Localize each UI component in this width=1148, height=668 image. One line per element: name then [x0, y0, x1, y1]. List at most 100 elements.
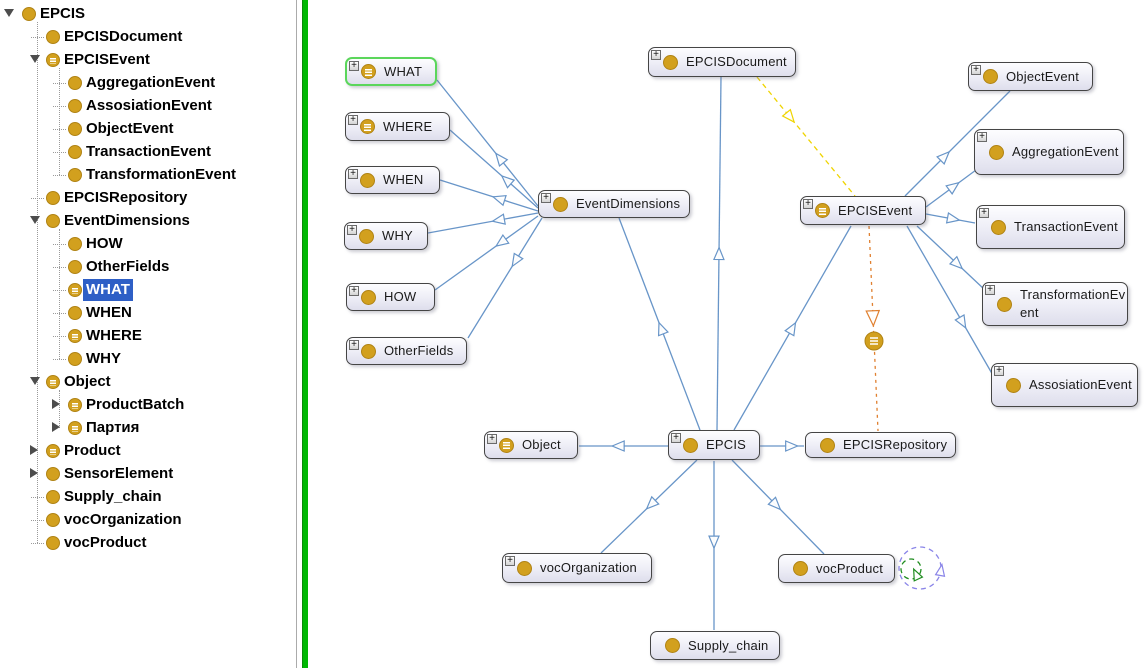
tree-item-aggregationevent[interactable]: AggregationEvent	[0, 72, 296, 94]
tree-item-label[interactable]: EPCISRepository	[64, 189, 188, 206]
graph-node-where[interactable]: WHERE	[345, 112, 450, 141]
tree-item-product[interactable]: Product	[0, 440, 296, 462]
panel-splitter[interactable]	[302, 0, 308, 668]
expand-plus-icon[interactable]	[348, 115, 358, 125]
tree-item-vocproduct[interactable]: vocProduct	[0, 532, 296, 554]
graph-node-epcisevent[interactable]: EPCISEvent	[800, 196, 926, 225]
tree-item-label[interactable]: vocOrganization	[64, 511, 182, 528]
graph-node-epcis[interactable]: EPCIS	[668, 430, 760, 460]
expand-plus-icon[interactable]	[994, 366, 1004, 376]
collapse-triangle-icon[interactable]	[30, 216, 40, 224]
tree-item-epcis[interactable]: EPCIS	[0, 3, 296, 25]
tree-item-label[interactable]: EPCISDocument	[64, 28, 183, 45]
expand-triangle-icon[interactable]	[30, 445, 38, 455]
tree-item-label[interactable]: HOW	[86, 235, 123, 252]
tree-item-label[interactable]: WHAT	[83, 279, 133, 301]
tree-item-label[interactable]: vocProduct	[64, 534, 147, 551]
expand-triangle-icon[interactable]	[30, 468, 38, 478]
tree-item-label[interactable]: Supply_chain	[64, 488, 162, 505]
tree-item-vocorganization[interactable]: vocOrganization	[0, 509, 296, 531]
tree-item-epcisevent[interactable]: EPCISEvent	[0, 49, 296, 71]
graph-node-vocproduct[interactable]: vocProduct	[778, 554, 895, 583]
graph-node-label: TransformationEvent	[1020, 287, 1126, 320]
expand-plus-icon[interactable]	[349, 286, 359, 296]
expand-plus-icon[interactable]	[487, 434, 497, 444]
tree-item-label[interactable]: EPCISEvent	[64, 51, 150, 68]
tree-item-label[interactable]: Object	[64, 373, 111, 390]
tree-item-label[interactable]: WHEN	[86, 304, 132, 321]
expand-plus-icon[interactable]	[541, 193, 551, 203]
collapse-triangle-icon[interactable]	[30, 377, 40, 385]
tree-item-why[interactable]: WHY	[0, 348, 296, 370]
tree-item-what[interactable]: WHAT	[0, 279, 296, 301]
graph-node-objectevent[interactable]: ObjectEvent	[968, 62, 1093, 91]
tree-item-sensorelement[interactable]: SensorElement	[0, 463, 296, 485]
tree-item-label[interactable]: AggregationEvent	[86, 74, 216, 91]
tree-item-productbatch[interactable]: ProductBatch	[0, 394, 296, 416]
tree-item-eventdimensions[interactable]: EventDimensions	[0, 210, 296, 232]
graph-node-how[interactable]: HOW	[346, 283, 435, 311]
graph-node-transformationevent[interactable]: TransformationEvent	[982, 282, 1128, 326]
tree-item-label[interactable]: OtherFields	[86, 258, 170, 275]
graph-node-label: EPCISEvent	[838, 202, 913, 218]
tree-item-партия[interactable]: Партия	[0, 417, 296, 439]
graph-node-label: AggregationEvent	[1012, 144, 1119, 160]
graph-node-epcisrepository[interactable]: EPCISRepository	[805, 432, 956, 458]
tree-item-assosiationevent[interactable]: AssosiationEvent	[0, 95, 296, 117]
tree-item-otherfields[interactable]: OtherFields	[0, 256, 296, 278]
tree-item-epcisdocument[interactable]: EPCISDocument	[0, 26, 296, 48]
expand-plus-icon[interactable]	[979, 208, 989, 218]
tree-item-label[interactable]: EventDimensions	[64, 212, 190, 229]
expand-plus-icon[interactable]	[349, 61, 359, 71]
graph-node-why[interactable]: WHY	[344, 222, 428, 250]
tree-item-label[interactable]: AssosiationEvent	[86, 97, 212, 114]
expand-plus-icon[interactable]	[803, 199, 813, 209]
graph-node-supply_chain[interactable]: Supply_chain	[650, 631, 780, 660]
tree-item-label[interactable]: TransformationEvent	[86, 166, 237, 183]
expand-plus-icon[interactable]	[349, 340, 359, 350]
tree-item-transformationevent[interactable]: TransformationEvent	[0, 164, 296, 186]
graph-node-epcisdocument[interactable]: EPCISDocument	[648, 47, 796, 77]
tree-item-label[interactable]: Партия	[86, 419, 140, 436]
tree-item-epcisrepository[interactable]: EPCISRepository	[0, 187, 296, 209]
tree-item-label[interactable]: ObjectEvent	[86, 120, 174, 137]
tree-guide-stub	[31, 543, 44, 545]
collapse-triangle-icon[interactable]	[30, 55, 40, 63]
expand-plus-icon[interactable]	[971, 65, 981, 75]
tree-item-transactionevent[interactable]: TransactionEvent	[0, 141, 296, 163]
expand-triangle-icon[interactable]	[52, 422, 60, 432]
tree-item-label[interactable]: WHY	[86, 350, 121, 367]
graph-node-otherfields[interactable]: OtherFields	[346, 337, 467, 365]
tree-item-where[interactable]: WHERE	[0, 325, 296, 347]
tree-item-how[interactable]: HOW	[0, 233, 296, 255]
graph-node-transactionevent[interactable]: TransactionEvent	[976, 205, 1125, 249]
graph-node-vocorganization[interactable]: vocOrganization	[502, 553, 652, 583]
tree-item-label[interactable]: ProductBatch	[86, 396, 185, 413]
expand-plus-icon[interactable]	[977, 132, 987, 142]
tree-item-label[interactable]: EPCIS	[40, 5, 86, 22]
expand-plus-icon[interactable]	[505, 556, 515, 566]
expand-plus-icon[interactable]	[671, 433, 681, 443]
tree-item-when[interactable]: WHEN	[0, 302, 296, 324]
tree-item-supply_chain[interactable]: Supply_chain	[0, 486, 296, 508]
tree-item-label[interactable]: SensorElement	[64, 465, 174, 482]
expand-plus-icon[interactable]	[347, 225, 357, 235]
tree-item-label[interactable]: WHERE	[86, 327, 142, 344]
graph-node-aggregationevent[interactable]: AggregationEvent	[974, 129, 1124, 175]
expand-plus-icon[interactable]	[651, 50, 661, 60]
expand-triangle-icon[interactable]	[52, 399, 60, 409]
tree-item-label[interactable]: Product	[64, 442, 121, 459]
tree-item-object[interactable]: Object	[0, 371, 296, 393]
graph-node-eventdimensions[interactable]: EventDimensions	[538, 190, 690, 218]
graph-node-when[interactable]: WHEN	[345, 166, 440, 194]
graph-node-object[interactable]: Object	[484, 431, 578, 459]
collapse-triangle-icon[interactable]	[4, 9, 14, 17]
graph-node-assosiationevent[interactable]: AssosiationEvent	[991, 363, 1138, 407]
expand-plus-icon[interactable]	[985, 285, 995, 295]
expand-plus-icon[interactable]	[348, 169, 358, 179]
tree-item-label[interactable]: TransactionEvent	[86, 143, 212, 160]
tree-item-objectevent[interactable]: ObjectEvent	[0, 118, 296, 140]
graph-node-what[interactable]: WHAT	[345, 57, 437, 86]
